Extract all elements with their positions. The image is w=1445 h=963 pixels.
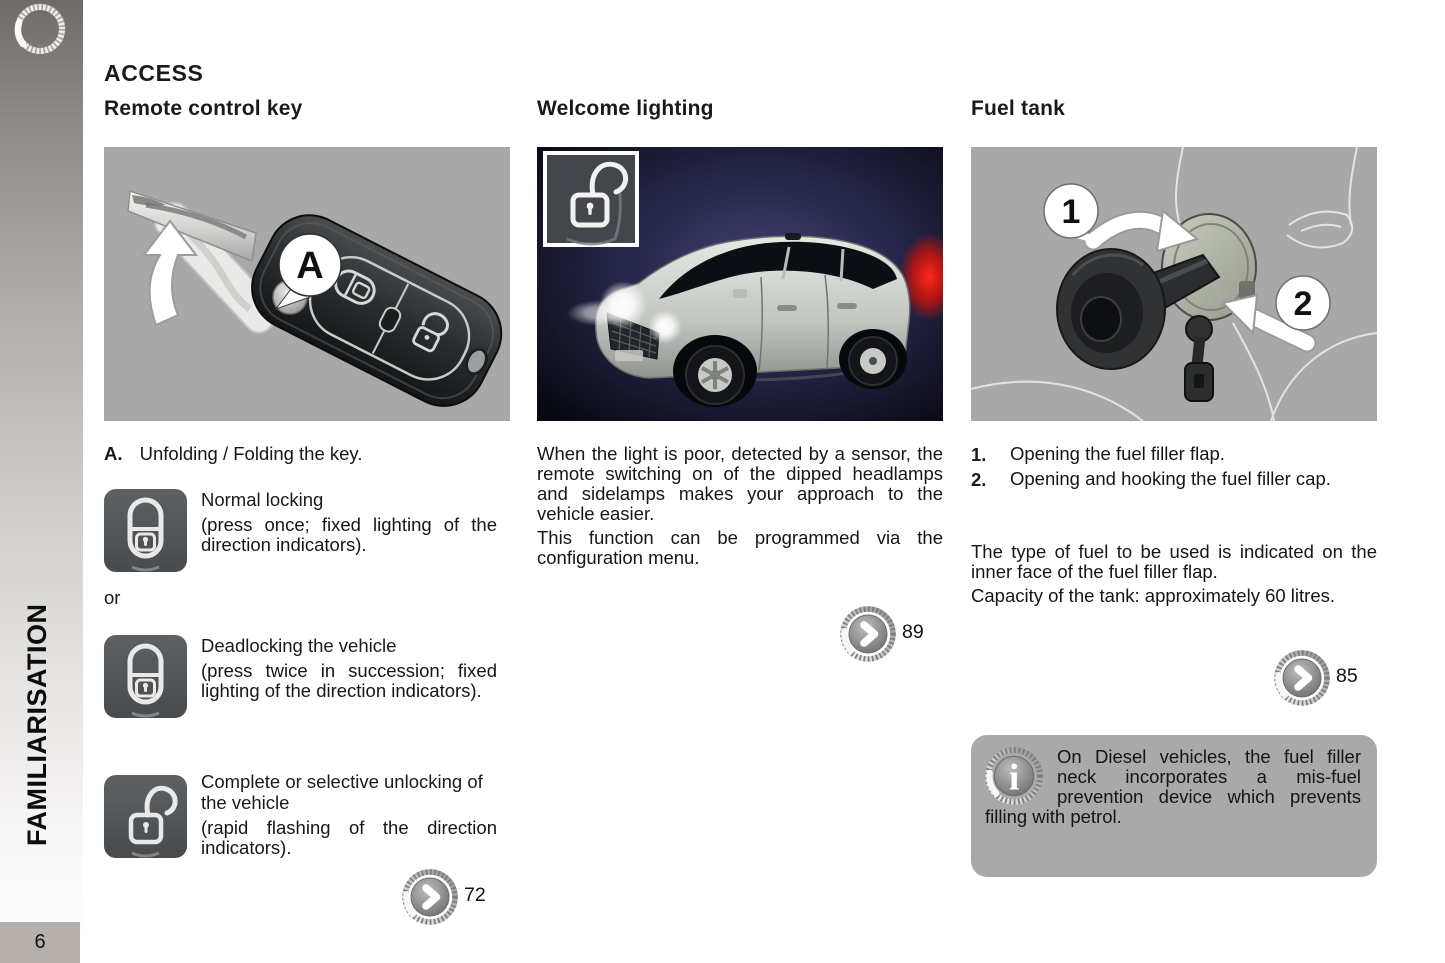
step1-arrow-icon: [1083, 209, 1200, 253]
car-panel-contours: [971, 147, 1377, 421]
key-item-a-text: Unfolding / Folding the key.: [139, 443, 363, 464]
lock-closed-icon: [104, 489, 187, 572]
function-row-deadlocking: Deadlocking the vehicle (press twice in …: [104, 635, 510, 718]
fuel-step-1: 1. Opening the fuel filler flap.: [971, 443, 1377, 466]
key-item-a: A. Unfolding / Folding the key.: [104, 444, 510, 464]
ring-dial-icon: [14, 3, 66, 55]
section-sidebar: [0, 0, 83, 963]
svg-text:1: 1: [1062, 193, 1081, 231]
column-heading-remote-key: Remote control key: [104, 97, 303, 120]
svg-text:2: 2: [1294, 285, 1313, 323]
step-number: 2.: [971, 469, 987, 490]
page-title: ACCESS: [104, 60, 204, 86]
step-text: Opening the fuel filler flap.: [1010, 443, 1225, 464]
night-car-illustration: [537, 147, 943, 421]
page-ref-number: 72: [464, 884, 486, 906]
welcome-paragraph-1: When the light is poor, detected by a se…: [537, 443, 943, 524]
info-icon: i: [985, 747, 1049, 807]
chapter-label: FAMILIARISATION: [22, 603, 52, 846]
unfold-arrow-icon: [141, 219, 199, 327]
or-separator: or: [104, 587, 121, 608]
fuel-paragraph-2: Capacity of the tank: approximately 60 l…: [971, 585, 1336, 606]
welcome-lighting-figure: [537, 147, 943, 421]
step-number: 1.: [971, 444, 987, 465]
key-callout-a: A: [274, 233, 342, 311]
unlock-badge-icon: [543, 151, 639, 247]
lock-closed-icon: [104, 635, 187, 718]
welcome-paragraph-2: This function can be programmed via the …: [537, 527, 943, 568]
remote-key-figure: A: [104, 147, 510, 421]
lock-open-icon: [104, 775, 187, 858]
remote-key-illustration: A: [104, 147, 510, 421]
page-ref-button-89: [840, 606, 896, 662]
step-text: Opening and hooking the fuel filler cap.: [1010, 468, 1331, 489]
function-row-unlocking: Complete or selective unlocking of the v…: [104, 771, 510, 858]
function-row-normal-locking: Normal locking (press once; fixed lighti…: [104, 489, 510, 572]
page-ref-button-72: [402, 869, 458, 925]
fuel-callout-1: 1: [1043, 183, 1101, 245]
function-title: Complete or selective unlocking of the v…: [201, 771, 483, 813]
page-ref-number: 85: [1336, 665, 1358, 687]
diesel-note-box: i On Diesel vehicles, the fuel filler ne…: [971, 735, 1377, 877]
diesel-note-text: On Diesel vehicles, the fuel filler neck…: [985, 746, 1361, 827]
fuel-step-2: 2. Opening and hooking the fuel filler c…: [971, 468, 1377, 491]
fuel-filler-cap: [1056, 248, 1221, 370]
svg-text:i: i: [1009, 757, 1019, 798]
page-ref-number: 89: [902, 621, 924, 643]
key-blade-extended: [127, 189, 257, 263]
car-body: [595, 233, 911, 407]
page-ref-button-85: [1274, 650, 1330, 706]
cap-key: [1184, 315, 1214, 402]
column-heading-welcome-lighting: Welcome lighting: [537, 97, 714, 120]
column-heading-fuel-tank: Fuel tank: [971, 97, 1065, 120]
key-item-a-label: A.: [104, 443, 123, 464]
function-title: Deadlocking the vehicle: [201, 635, 397, 656]
function-detail: (rapid flashing of the direction indicat…: [201, 817, 497, 858]
function-title: Normal locking: [201, 489, 324, 510]
fuel-filler-illustration: 1 2: [971, 147, 1377, 421]
headlight-glow-2: [648, 310, 682, 344]
function-detail: (press twice in succession; fixed lighti…: [201, 660, 497, 701]
page-number: 6: [0, 922, 80, 963]
fuel-callout-2: 2: [1271, 275, 1331, 333]
svg-text:A: A: [296, 245, 323, 287]
function-detail: (press once; fixed lighting of the direc…: [201, 514, 497, 555]
fuel-paragraph-1: The type of fuel to be used is indicated…: [971, 541, 1377, 582]
fuel-tank-figure: 1 2: [971, 147, 1377, 421]
